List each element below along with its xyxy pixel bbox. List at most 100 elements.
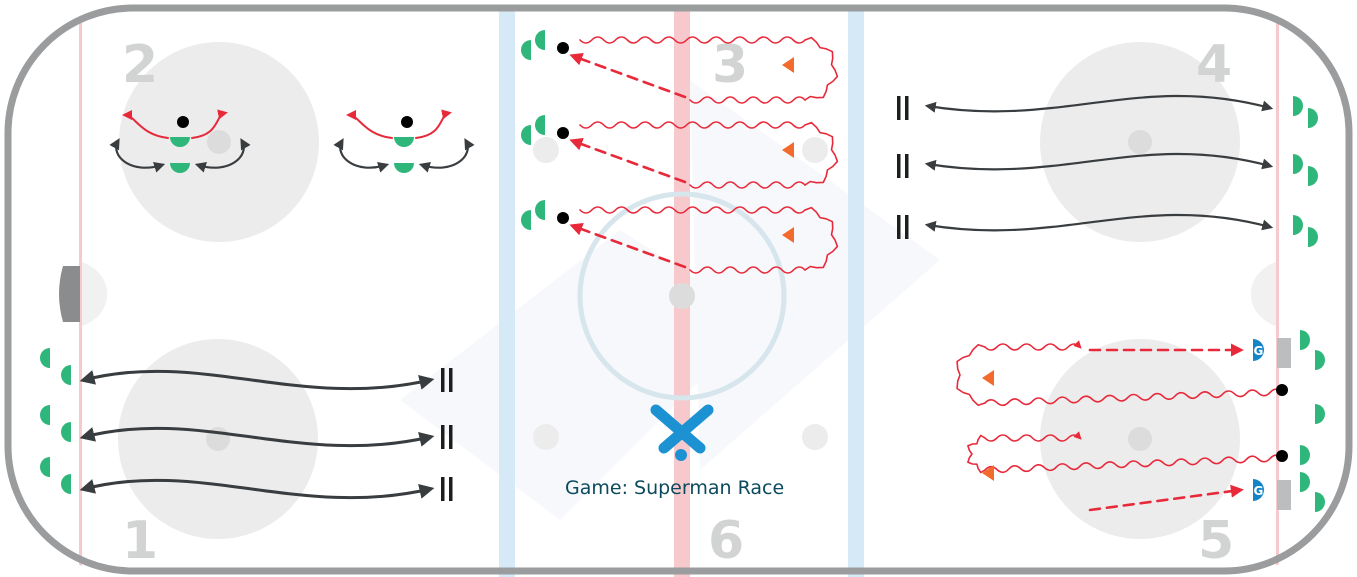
- player-icon: [394, 137, 414, 147]
- goalie-label: G: [1254, 344, 1264, 358]
- station-number-5: 5: [1198, 511, 1234, 571]
- stop-marker-icon: [897, 215, 901, 239]
- station-number-6: 6: [708, 511, 744, 571]
- blue-line-left: [499, 8, 515, 577]
- skate-path-station3: [579, 36, 806, 44]
- neutral-zone-dot: [802, 424, 828, 450]
- player-icon: [170, 163, 190, 173]
- goalies: GG: [1253, 339, 1264, 501]
- loop-path-station3: [804, 206, 839, 271]
- player-icon: [521, 40, 531, 60]
- stop-marker-icon: [449, 368, 453, 392]
- neutral-zone-dot: [533, 424, 559, 450]
- skate-path-station1: [79, 426, 435, 448]
- stop-marker-icon: [449, 477, 453, 501]
- player-icon: [1300, 330, 1310, 350]
- stop-marker-icon: [897, 154, 901, 178]
- stop-marker-icon: [905, 96, 909, 120]
- pivot-arc-station2: [418, 138, 475, 173]
- stop-marker-icon: [449, 425, 453, 449]
- goalie-icon: G: [1253, 479, 1264, 501]
- player-icon: [1315, 350, 1325, 370]
- pass-path-station3: [569, 223, 687, 269]
- stop-marker-icon: [441, 477, 445, 501]
- player-icon: [40, 405, 50, 425]
- skate-path-station1: [79, 478, 435, 500]
- skate-path-station5: [984, 431, 1082, 442]
- skate-path-station5: [984, 340, 1082, 351]
- watermark-shape: [400, 230, 760, 520]
- loop-path-station5: [956, 344, 986, 406]
- player-icon: [394, 163, 414, 173]
- hockey-sticks-logo-icon: [650, 404, 714, 461]
- pivot-path-station2: [191, 109, 228, 139]
- pucks: [177, 42, 1288, 462]
- station-number-2: 2: [122, 35, 158, 95]
- skate-path-station3: [579, 121, 806, 129]
- loop-path-station5: [967, 434, 986, 474]
- net-station5-top: [1277, 338, 1291, 368]
- crossover-path-station4: [924, 94, 1274, 113]
- pass-path-station3: [569, 53, 687, 99]
- goal-line-left: [79, 8, 82, 577]
- puck-icon: [557, 42, 569, 54]
- skate-path-station3: [579, 206, 806, 214]
- pass-path-station3: [569, 138, 687, 184]
- skate-path-station5: [984, 454, 1283, 474]
- puck-icon: [1276, 384, 1288, 396]
- net-left: [59, 266, 80, 322]
- stop-marker-icon: [905, 154, 909, 178]
- crossover-path-station4: [924, 213, 1274, 232]
- puck-icon: [557, 212, 569, 224]
- crossover-path-station4: [924, 152, 1274, 171]
- cone-icon: [982, 370, 994, 386]
- player-icon: [535, 115, 545, 135]
- station-number-4: 4: [1196, 35, 1232, 95]
- player-icon: [1300, 445, 1310, 465]
- pivot-path-station2: [346, 110, 393, 139]
- player-icon: [1300, 472, 1310, 492]
- player-icon: [521, 210, 531, 230]
- pivot-arc-station2: [109, 138, 166, 173]
- player-icon: [535, 30, 545, 50]
- neutral-zone-dot: [533, 137, 559, 163]
- player-icon: [521, 125, 531, 145]
- stop-marker-icon: [905, 215, 909, 239]
- puck-icon: [557, 127, 569, 139]
- player-icon: [1293, 96, 1303, 116]
- pivot-path-station2: [415, 109, 452, 139]
- station-number-1: 1: [122, 511, 158, 571]
- faceoff-dot: [207, 130, 231, 154]
- player-icon: [535, 200, 545, 220]
- skate-path-station1: [79, 369, 435, 391]
- pivot-arc-station2: [194, 138, 251, 173]
- goalie-icon: G: [1253, 339, 1264, 361]
- net-station5-bottom: [1277, 480, 1291, 510]
- puck-icon: [1276, 450, 1288, 462]
- neutral-zone-dot: [802, 137, 828, 163]
- goalie-marker-icon: [1253, 479, 1264, 501]
- station-number-3: 3: [712, 35, 748, 95]
- player-icon: [1293, 154, 1303, 174]
- crease-left: [82, 262, 108, 326]
- player-icon: [1308, 166, 1318, 186]
- skate-path-station3: [689, 266, 806, 274]
- cone-icon: [782, 227, 794, 243]
- goalie-label: G: [1254, 484, 1264, 498]
- player-icon: [40, 457, 50, 477]
- stop-marker-icon: [441, 425, 445, 449]
- loop-path-station3: [804, 36, 839, 101]
- skate-path-station3: [689, 181, 806, 189]
- crease-right: [1250, 262, 1276, 326]
- cone-icon: [782, 57, 794, 73]
- player-icon: [1308, 108, 1318, 128]
- rink-boards: [4, 4, 1353, 575]
- center-dot: [669, 283, 695, 309]
- faceoff-dot: [1128, 130, 1152, 154]
- cones: [441, 57, 994, 501]
- puck-icon: [401, 116, 413, 128]
- player-icon: [61, 422, 71, 442]
- pivot-path-station2: [122, 110, 169, 139]
- goal-line-right: [1276, 8, 1279, 577]
- player-icon: [1315, 492, 1325, 512]
